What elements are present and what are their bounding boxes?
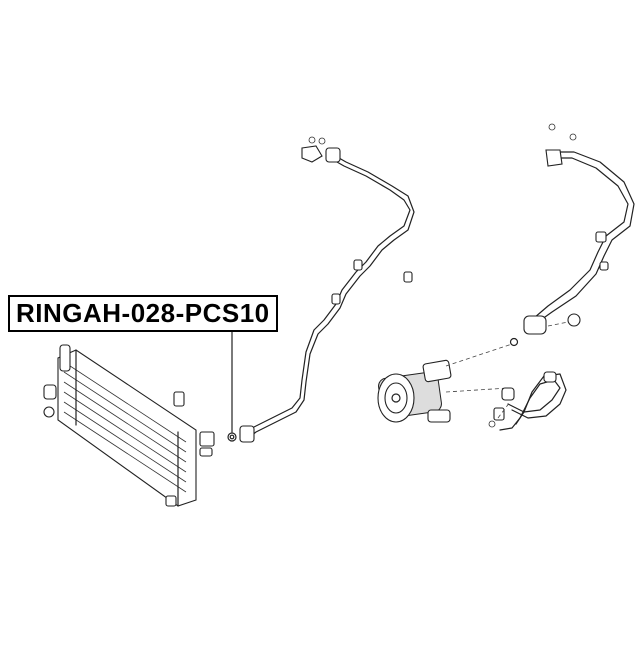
compressor — [377, 337, 519, 423]
condenser — [43, 344, 215, 507]
suction-hose — [488, 371, 567, 431]
part-number-label: RINGAH-028-PCS10 — [8, 295, 278, 332]
high-pressure-line — [239, 136, 415, 443]
discharge-hose — [523, 123, 635, 335]
o-ring — [227, 432, 237, 442]
